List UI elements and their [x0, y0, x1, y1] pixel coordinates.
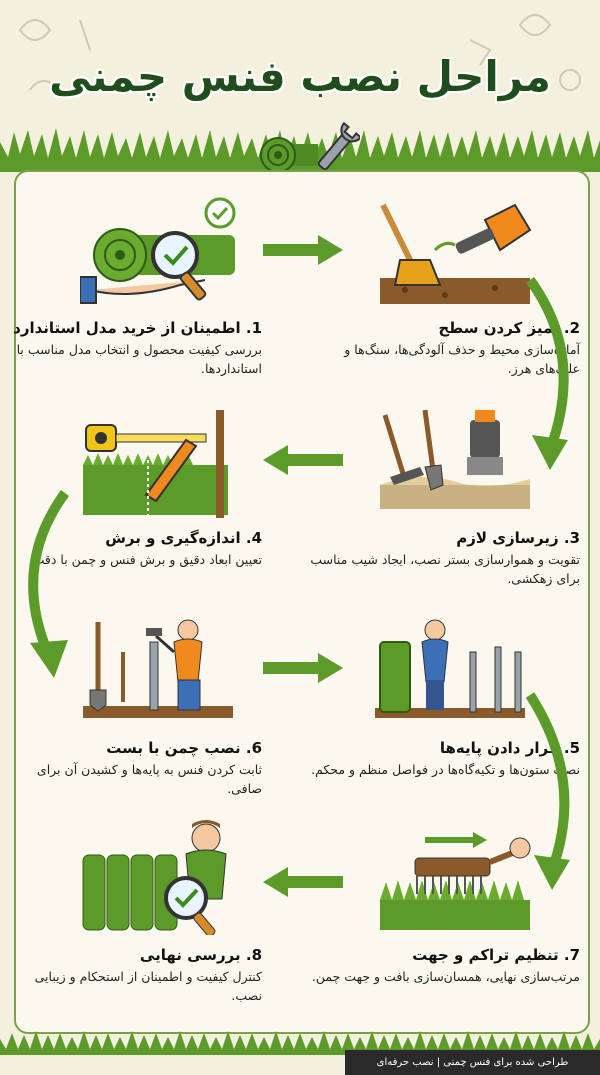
bottom-grass-strip	[0, 1031, 600, 1055]
step-2: 2. تمیز کردن سطح آماده‌سازی محیط و حذف آ…	[310, 318, 580, 378]
step-6-illustration	[83, 619, 233, 718]
step-1-heading: 1. اطمینان از خرید مدل استاندارد	[13, 319, 262, 337]
step-5: 5. قرار دادن پایه‌ها نصب ستون‌ها و تکیه‌…	[310, 738, 580, 779]
background-doodles	[18, 14, 581, 91]
step-2-heading: 2. تمیز کردن سطح	[438, 319, 580, 337]
step-4: 4. اندازه‌گیری و برش تعیین ابعاد دقیق و …	[12, 528, 262, 569]
step-4-heading: 4. اندازه‌گیری و برش	[105, 529, 262, 547]
step-7-heading: 7. تنظیم تراکم و جهت	[412, 946, 580, 964]
step-2-illustration	[380, 203, 532, 304]
step-8-description: کنترل کیفیت و اطمینان از استحکام و زیبای…	[34, 969, 262, 1003]
step-3-heading: 3. زیرسازی لازم	[456, 529, 580, 547]
step-6-heading: 6. نصب چمن با بست	[106, 739, 262, 757]
arrow-left-2	[263, 867, 343, 897]
step-1: 1. اطمینان از خرید مدل استاندارد بررسی ک…	[12, 318, 262, 378]
step-6-description: ثابت کردن فنس به پایه‌ها و کشیدن آن برای…	[36, 762, 262, 796]
step-7-description: مرتب‌سازی نهایی، همسان‌سازی بافت و جهت چ…	[311, 969, 580, 984]
step-8-illustration	[82, 820, 227, 935]
arrow-right-1	[263, 235, 343, 265]
arrow-curve-right-2	[525, 692, 570, 890]
arrow-curve-left-1	[28, 490, 70, 678]
grass-roll-icon	[260, 137, 318, 173]
step-8-heading: 8. بررسی نهایی	[139, 946, 262, 964]
step-7: 7. تنظیم تراکم و جهت مرتب‌سازی نهایی، هم…	[310, 945, 580, 986]
step-5-illustration	[375, 619, 525, 718]
arrow-curve-right-1	[525, 277, 569, 470]
step-8: 8. بررسی نهایی کنترل کیفیت و اطمینان از …	[12, 945, 262, 1005]
page-title: مراحل نصب فنس چمنی	[49, 52, 551, 101]
step-4-illustration	[83, 410, 228, 518]
arrow-left-1	[263, 445, 343, 475]
step-6: 6. نصب چمن با بست ثابت کردن فنس به پایه‌…	[12, 738, 262, 798]
step-7-illustration	[380, 832, 531, 930]
arrow-right-2	[263, 653, 343, 683]
step-1-illustration	[80, 197, 236, 304]
footer-credit: طراحی شده برای فنس چمنی | نصب حرفه‌ای	[345, 1050, 600, 1075]
step-3-description: تقویت و هموارسازی بستر نصب، ایجاد شیب من…	[310, 552, 580, 586]
step-5-heading: 5. قرار دادن پایه‌ها	[439, 739, 580, 757]
top-grass-strip	[0, 128, 600, 172]
step-3-illustration	[380, 409, 530, 509]
step-1-description: بررسی کیفیت محصول و انتخاب مدل مناسب با …	[16, 342, 262, 376]
step-5-description: نصب ستون‌ها و تکیه‌گاه‌ها در فواصل منظم …	[311, 762, 580, 777]
step-3: 3. زیرسازی لازم تقویت و هموارسازی بستر ن…	[310, 528, 580, 588]
wrench-icon	[317, 121, 360, 171]
step-4-description: تعیین ابعاد دقیق و برش فنس و چمن با دقت.	[28, 552, 262, 567]
